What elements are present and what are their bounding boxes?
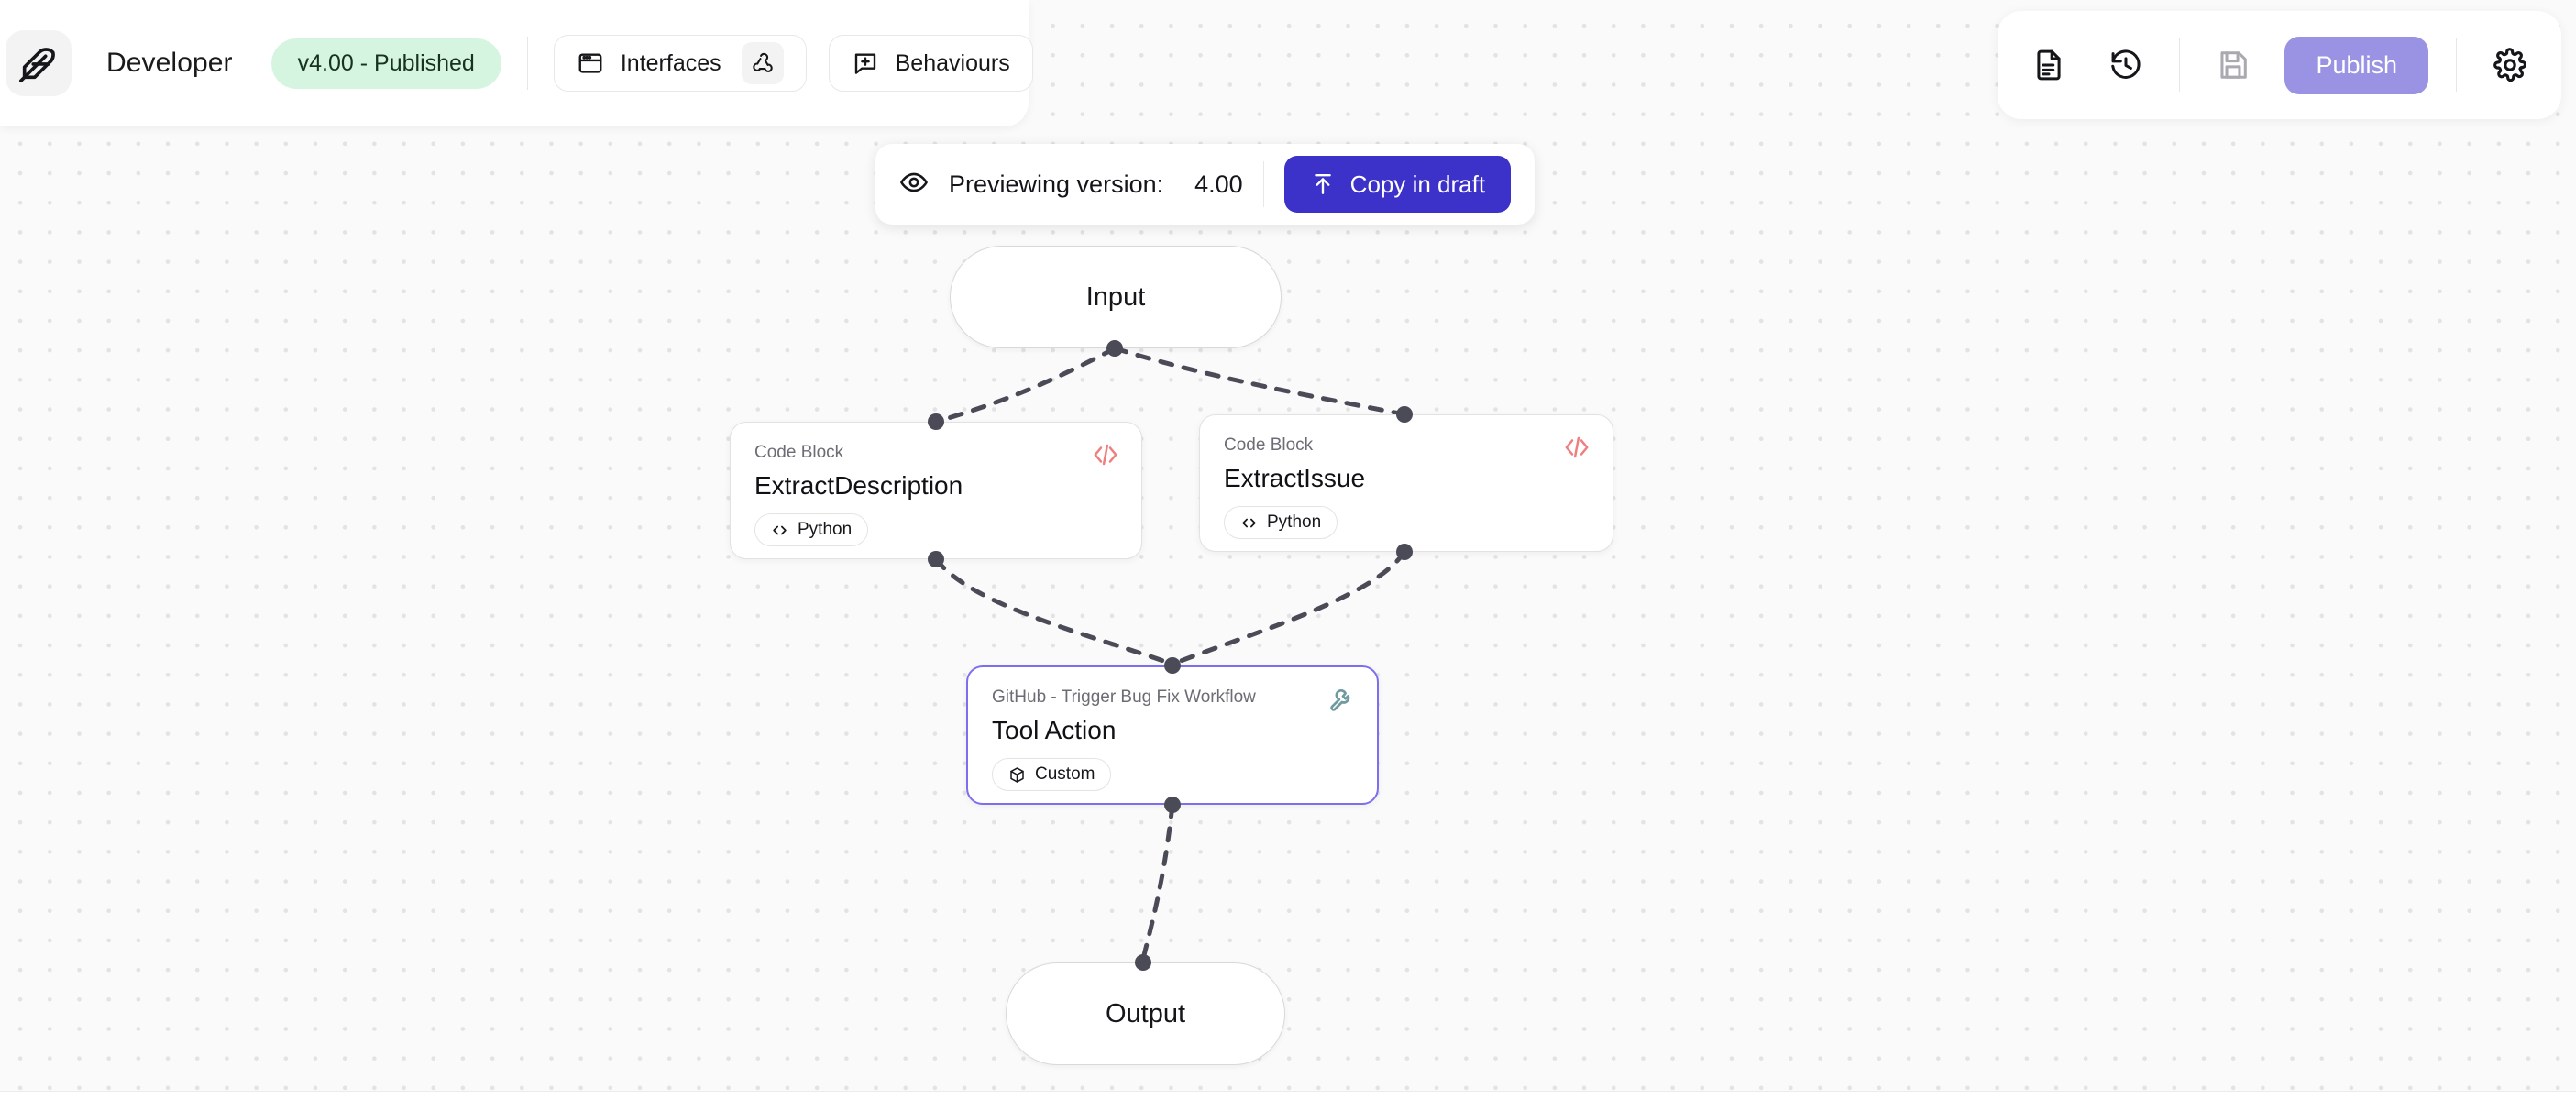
flow-node-input[interactable]: Input [950, 246, 1282, 348]
gear-icon[interactable] [2484, 39, 2536, 91]
edge-extractdescription-to-toolaction [933, 556, 1174, 666]
webhook-icon[interactable] [741, 42, 784, 84]
flow-node-extractissue[interactable]: Code Block ExtractIssue Python [1199, 414, 1613, 552]
save-icon[interactable] [2207, 39, 2259, 91]
node-badge-label: Python [1267, 512, 1322, 532]
header-actions: Publish [1998, 11, 2561, 119]
handle-extractdescription-output[interactable] [928, 551, 944, 567]
version-status-badge: v4.00 - Published [270, 38, 501, 89]
flow-node-toolaction[interactable]: GitHub - Trigger Bug Fix Workflow Tool A… [966, 666, 1379, 805]
handle-extractissue-output[interactable] [1396, 544, 1413, 560]
handle-toolaction-input[interactable] [1164, 657, 1181, 674]
preview-version-label: Previewing version: [949, 170, 1164, 198]
header-actions-divider-2 [2456, 38, 2457, 92]
code-brackets-icon [1242, 518, 1256, 527]
node-badge-label: Python [798, 520, 853, 539]
handle-toolaction-output[interactable] [1164, 797, 1181, 813]
flow-node-output[interactable]: Output [1006, 962, 1285, 1065]
edge-input-to-extractdescription [933, 346, 1117, 424]
cube-icon [1010, 766, 1024, 783]
interfaces-button-label: Interfaces [620, 50, 721, 76]
flow-node-extractdescription[interactable]: Code Block ExtractDescription Python [730, 422, 1142, 559]
code-brackets-icon [773, 525, 787, 534]
behaviours-button-label: Behaviours [895, 50, 1010, 76]
node-kicker: GitHub - Trigger Bug Fix Workflow [992, 688, 1256, 707]
copy-in-draft-label: Copy in draft [1349, 170, 1486, 198]
page-title: Developer [106, 48, 233, 78]
edge-input-to-extractissue [1112, 346, 1407, 417]
window-icon [578, 53, 602, 73]
copy-in-draft-button[interactable]: Copy in draft [1283, 156, 1512, 213]
edge-toolaction-to-output [1140, 802, 1175, 962]
document-icon[interactable] [2023, 39, 2075, 91]
app-logo[interactable] [6, 30, 72, 96]
node-kicker: Code Block [1224, 435, 1314, 455]
handle-input-output[interactable] [1106, 340, 1123, 357]
node-output-label: Output [1105, 998, 1186, 1028]
node-badge-label: Custom [1035, 764, 1095, 784]
publish-button[interactable]: Publish [2284, 36, 2428, 94]
node-input-label: Input [1085, 281, 1146, 312]
code-tag-icon [1090, 441, 1121, 473]
canvas-bottom-edge [0, 1091, 2576, 1111]
behaviours-button[interactable]: Behaviours [828, 35, 1033, 92]
node-language-badge: Python [1224, 506, 1338, 539]
banner-divider [1262, 161, 1264, 207]
edge-extractissue-to-toolaction [1171, 549, 1407, 666]
preview-version-value: 4.00 [1194, 170, 1243, 198]
node-language-badge: Python [754, 513, 869, 546]
preview-banner: Previewing version: 4.00 Copy in draft [875, 144, 1536, 225]
code-tag-icon [1561, 434, 1592, 466]
handle-extractissue-input[interactable] [1396, 406, 1413, 423]
history-icon[interactable] [2100, 39, 2152, 91]
node-title: Tool Action [992, 716, 1117, 744]
upload-icon [1314, 174, 1331, 194]
handle-extractdescription-input[interactable] [928, 413, 944, 430]
interfaces-button[interactable]: Interfaces [553, 35, 807, 92]
node-kicker: Code Block [754, 443, 844, 462]
message-plus-icon [854, 53, 875, 74]
eye-icon [899, 168, 929, 202]
node-title: ExtractDescription [754, 471, 963, 500]
node-type-badge: Custom [992, 758, 1112, 791]
feather-icon [19, 48, 55, 82]
handle-output-input[interactable] [1135, 954, 1151, 971]
app-header: Developer v4.00 - Published Interfaces B… [0, 0, 1033, 126]
node-title: ExtractIssue [1224, 464, 1366, 492]
header-actions-divider [2179, 38, 2181, 92]
header-divider [526, 37, 528, 90]
wrench-icon [1327, 686, 1357, 720]
